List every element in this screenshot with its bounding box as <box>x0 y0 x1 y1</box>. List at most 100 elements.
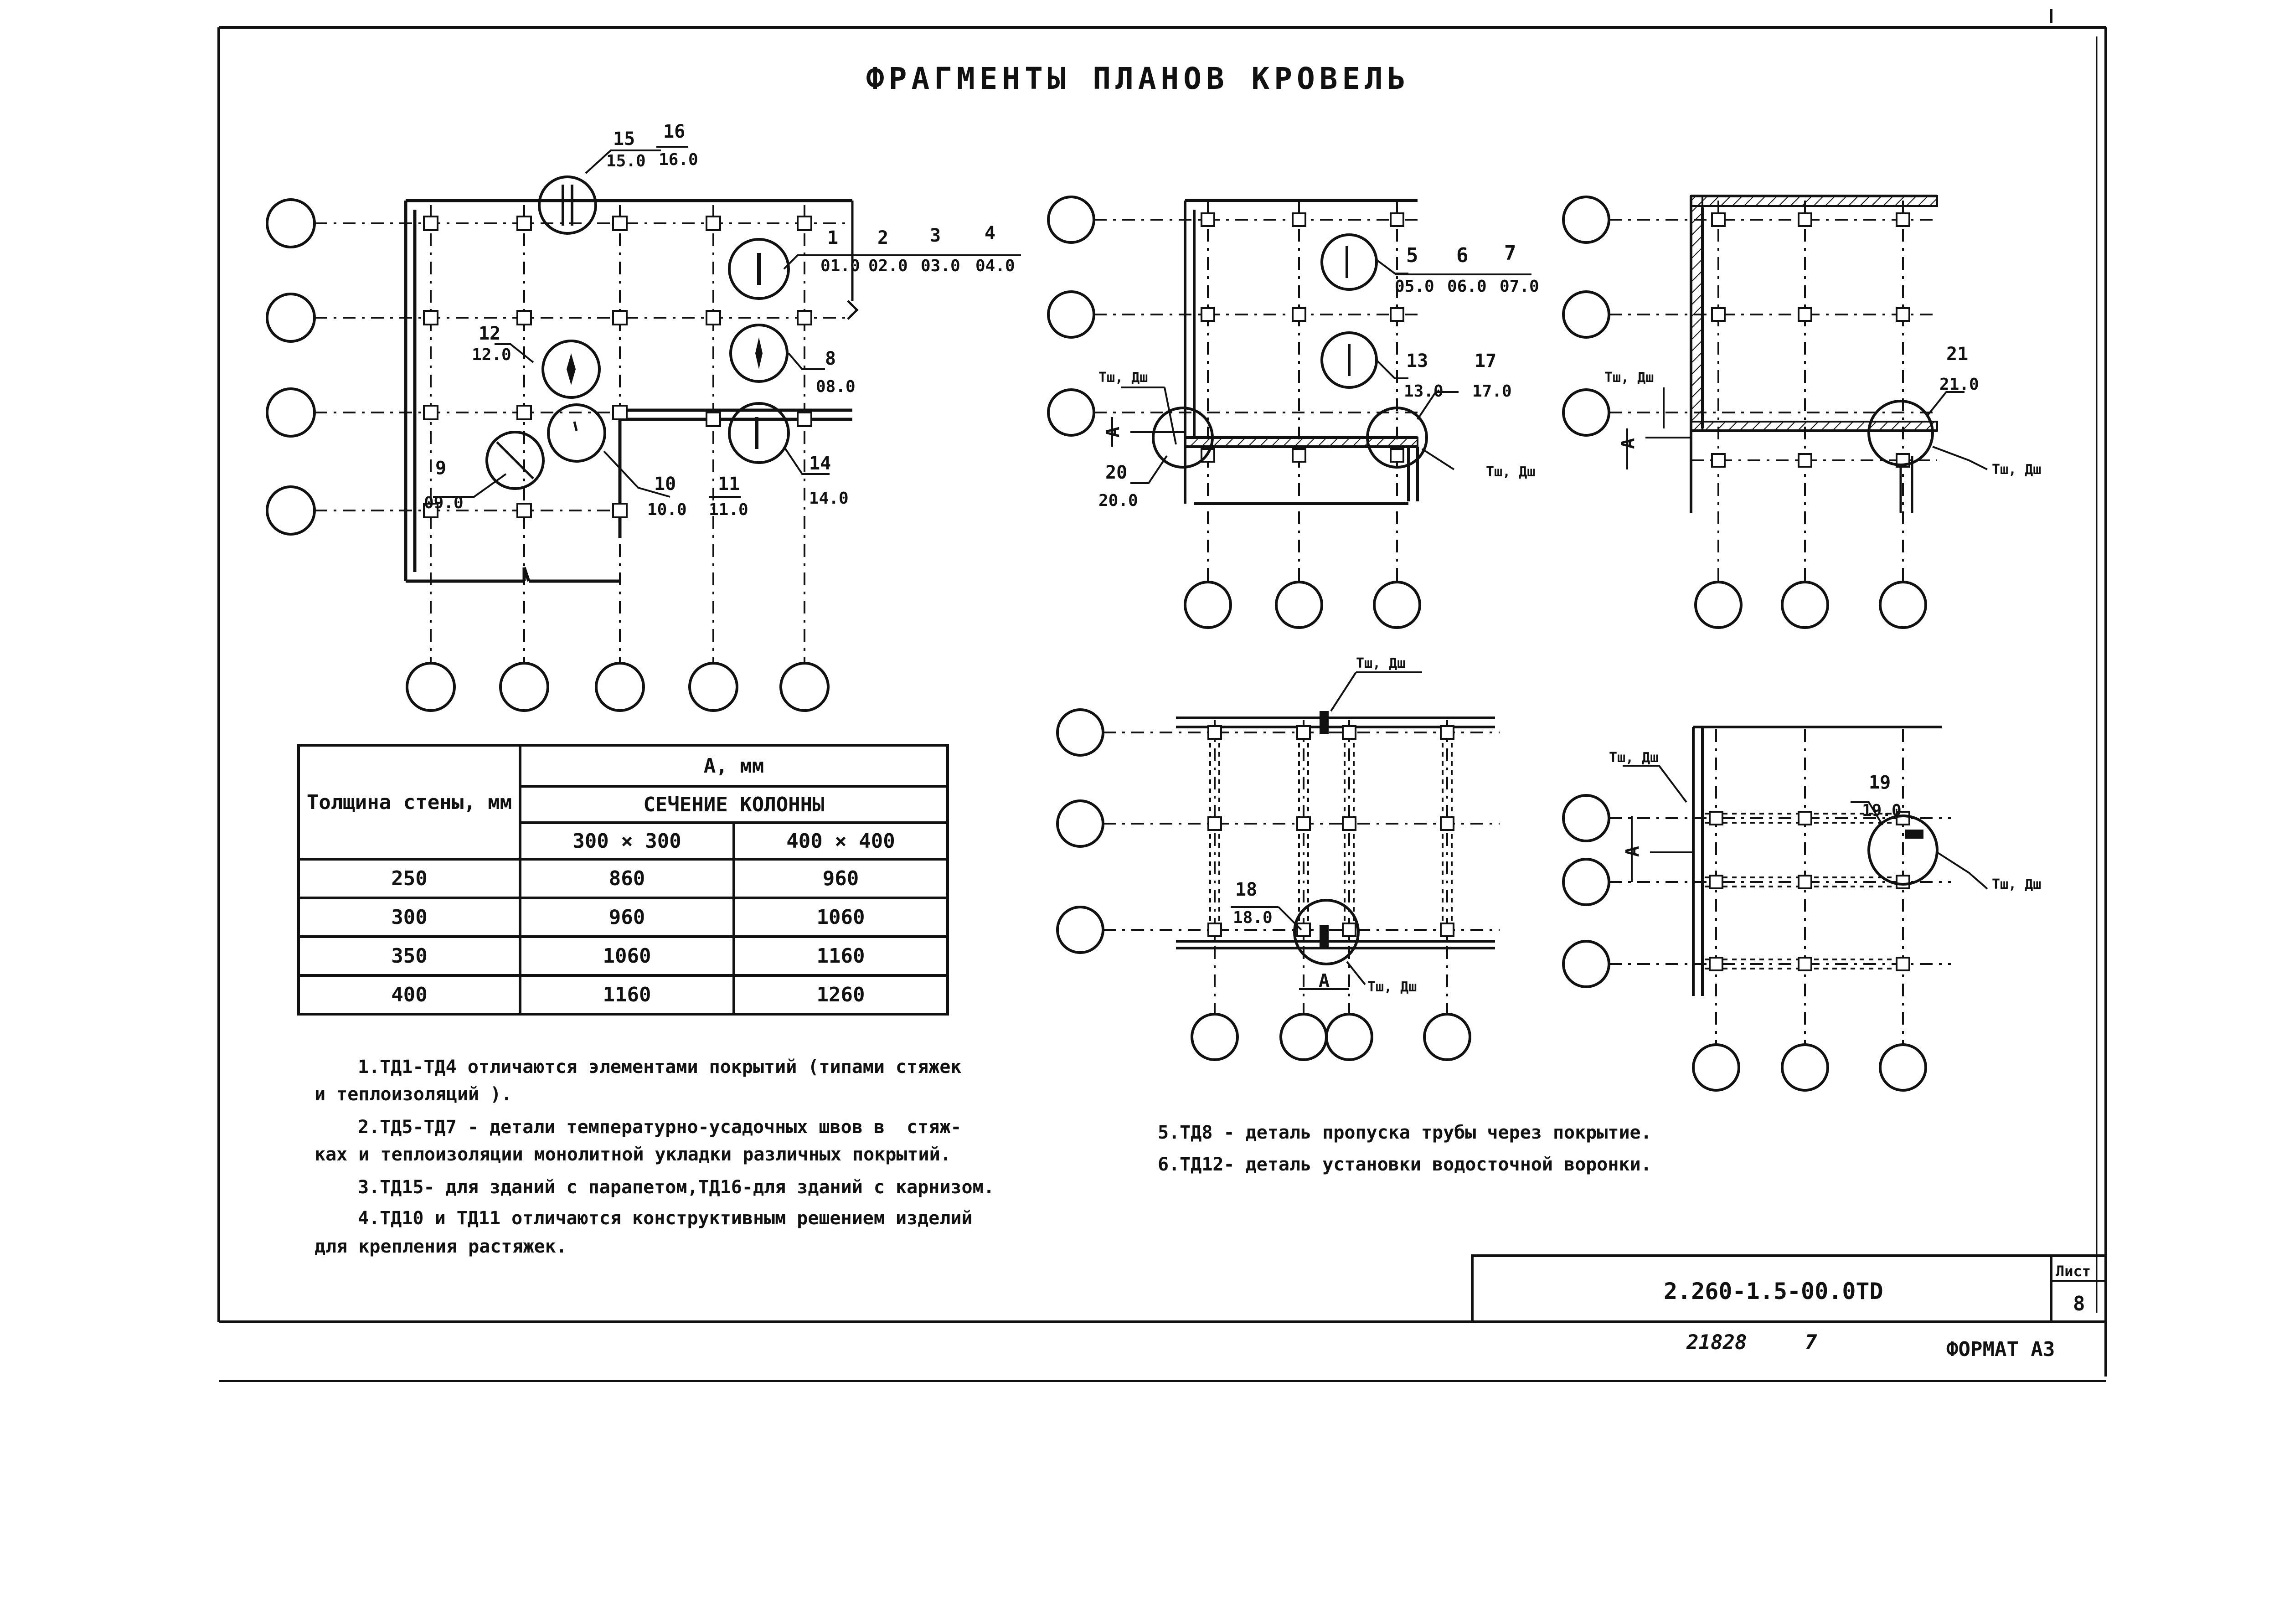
axis-bubble <box>1184 581 1232 629</box>
axis-bubble <box>1279 1013 1328 1061</box>
axis-bubble <box>1047 388 1095 437</box>
axis-bubble <box>1781 1043 1829 1092</box>
fragment-4: Тш, Дш Тш, Дш А 18 18.0 <box>1056 655 1500 1061</box>
axis-bubble <box>1373 581 1421 629</box>
dim-a: А <box>1103 427 1124 438</box>
axis-bubble <box>1562 794 1610 842</box>
axis-bubble <box>1191 1013 1239 1061</box>
table-row: 350 1060 1160 <box>297 935 949 977</box>
table-header-wall: Толщина стены, мм <box>297 744 521 861</box>
drawing-code: 2.260-1.5-00.0ТD <box>1664 1278 1883 1304</box>
callout-18-sub: 18.0 <box>1233 908 1273 927</box>
note-2b: ках и теплоизоляции монолитной укладки р… <box>315 1144 951 1165</box>
sheet-label: Лист <box>2056 1263 2091 1280</box>
callout-19: 19 <box>1869 772 1891 793</box>
joint-label: Тш, Дш <box>1098 370 1148 386</box>
callout-20-sub: 20.0 <box>1098 491 1138 510</box>
fragment-2: А Тш, Дш Тш, Дш 5 05.0 6 06.0 7 07.0 13 … <box>1047 196 1539 629</box>
table-row: 400 1160 1260 <box>297 974 949 1016</box>
callout-15: 15 <box>613 129 635 150</box>
sheet-number: 8 <box>2073 1292 2085 1315</box>
callout-1: 1 <box>827 227 838 248</box>
axis-bubble <box>595 662 645 712</box>
callout-13-sub: 13.0 <box>1404 382 1444 401</box>
cell-wall: 300 <box>297 897 521 938</box>
note-4b: для крепления растяжек. <box>315 1236 567 1257</box>
callout-3: 3 <box>930 225 941 246</box>
callout-5-sub: 05.0 <box>1395 277 1434 296</box>
table-header-300: 300 × 300 <box>519 821 735 861</box>
axis-bubble <box>779 662 830 712</box>
callout-6: 6 <box>1456 244 1469 267</box>
note-4a: 4.ТД10 и ТД11 отличаются конструктивным … <box>358 1208 973 1229</box>
cell-400: 960 <box>732 858 949 899</box>
callout-16-sub: 16.0 <box>659 150 698 169</box>
cell-300: 960 <box>519 897 735 938</box>
callout-9: 9 <box>435 458 446 479</box>
callout-6-sub: 06.0 <box>1447 277 1487 296</box>
axis-bubble <box>266 387 316 438</box>
callout-14-sub: 14.0 <box>809 489 849 508</box>
cell-wall: 250 <box>297 858 521 899</box>
callout-2-sub: 02.0 <box>868 257 908 275</box>
joint-label: Тш, Дш <box>1367 979 1417 995</box>
axis-bubble <box>1562 940 1610 988</box>
table-row: 250 860 960 <box>297 858 949 899</box>
axis-bubble <box>1562 858 1610 906</box>
cell-400: 1160 <box>732 935 949 977</box>
callout-12: 12 <box>479 323 500 344</box>
axis-bubble <box>1056 708 1104 757</box>
axis-bubble <box>1879 581 1927 629</box>
table-header-a: А, мм <box>519 744 949 788</box>
callout-15-sub: 15.0 <box>606 152 646 170</box>
axis-bubble <box>1879 1043 1927 1092</box>
cell-300: 860 <box>519 858 735 899</box>
table-header-400: 400 × 400 <box>732 821 949 861</box>
dim-a: А <box>1618 438 1639 449</box>
note-6: 6.ТД12- деталь установки водосточной вор… <box>1158 1154 1652 1175</box>
cell-300: 1060 <box>519 935 735 977</box>
joint-label: Тш, Дш <box>1992 462 2041 478</box>
dim-a: А <box>1622 846 1643 857</box>
callout-16: 16 <box>663 121 685 142</box>
axis-bubble <box>499 662 549 712</box>
callout-21: 21 <box>1946 344 1968 365</box>
callout-10-sub: 10.0 <box>647 500 687 519</box>
note-5: 5.ТД8 - деталь пропуска трубы через покр… <box>1158 1122 1652 1143</box>
axis-bubble <box>266 198 316 248</box>
axis-bubble <box>688 662 738 712</box>
axis-bubble <box>1047 196 1095 244</box>
fragment-1: 15 15.0 16 16.0 1 01.0 2 02.0 3 03.0 4 0… <box>266 121 1021 712</box>
callout-1-sub: 01.0 <box>820 257 860 275</box>
axis-bubble <box>1275 581 1323 629</box>
callout-20: 20 <box>1105 462 1127 483</box>
cell-wall: 400 <box>297 974 521 1016</box>
cell-300: 1160 <box>519 974 735 1016</box>
cell-wall: 350 <box>297 935 521 977</box>
callout-4: 4 <box>985 223 995 244</box>
axis-bubble <box>1562 388 1610 437</box>
callout-11: 11 <box>718 474 740 495</box>
axis-bubble <box>266 485 316 536</box>
sheet-frame <box>217 9 2107 1382</box>
callout-11-sub: 11.0 <box>709 500 748 519</box>
axis-bubble <box>1562 196 1610 244</box>
joint-label: Тш, Дш <box>1604 370 1654 386</box>
dim-a: А <box>1319 970 1330 991</box>
note-1a: 1.ТД1-ТД4 отличаются элементами покрытий… <box>358 1057 962 1078</box>
callout-21-sub: 21.0 <box>1939 375 1979 394</box>
callout-7-sub: 07.0 <box>1500 277 1539 296</box>
callout-5: 5 <box>1406 244 1418 267</box>
axis-bubble <box>1692 1043 1740 1092</box>
axis-bubble <box>1056 799 1104 848</box>
callout-12-sub: 12.0 <box>472 345 511 364</box>
joint-label: Тш, Дш <box>1992 876 2041 892</box>
axis-bubble <box>1781 581 1829 629</box>
axis-bubble <box>1562 290 1610 339</box>
callout-19-sub: 19.0 <box>1862 801 1902 820</box>
callout-8-sub: 08.0 <box>816 377 856 396</box>
axis-bubble <box>406 662 456 712</box>
copy-number: 7 <box>1805 1331 1817 1354</box>
callout-7: 7 <box>1504 242 1516 265</box>
